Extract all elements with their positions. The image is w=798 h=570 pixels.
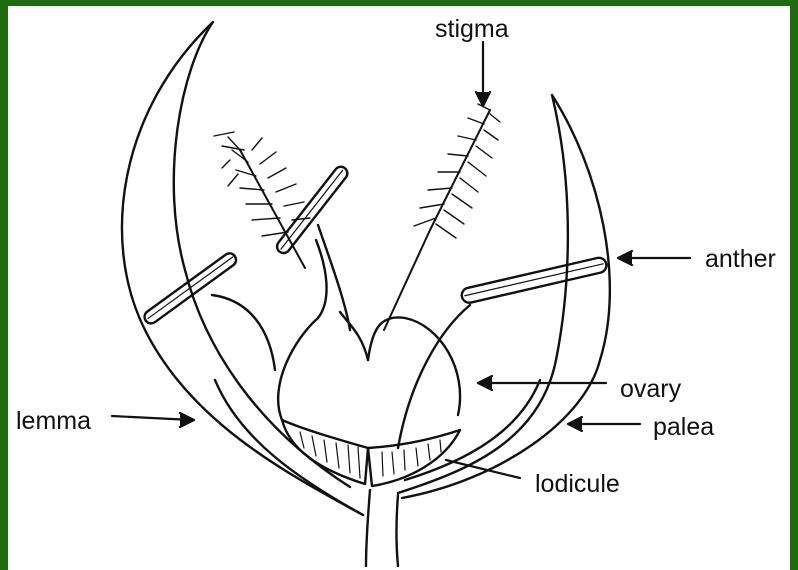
label-lodicule: lodicule	[535, 472, 620, 497]
label-lemma: lemma	[16, 409, 91, 434]
label-stigma: stigma	[435, 17, 509, 42]
lemma-bract	[122, 22, 363, 515]
label-anther: anther	[705, 247, 776, 272]
diagram-canvas: stigma anther ovary palea lodicule lemma	[8, 6, 790, 570]
label-palea: palea	[653, 415, 714, 440]
feathery-stigmas	[214, 104, 500, 330]
stem	[366, 490, 398, 566]
lodicule-scales	[282, 420, 460, 486]
flower-drawing	[8, 6, 790, 570]
label-ovary: ovary	[620, 377, 681, 402]
